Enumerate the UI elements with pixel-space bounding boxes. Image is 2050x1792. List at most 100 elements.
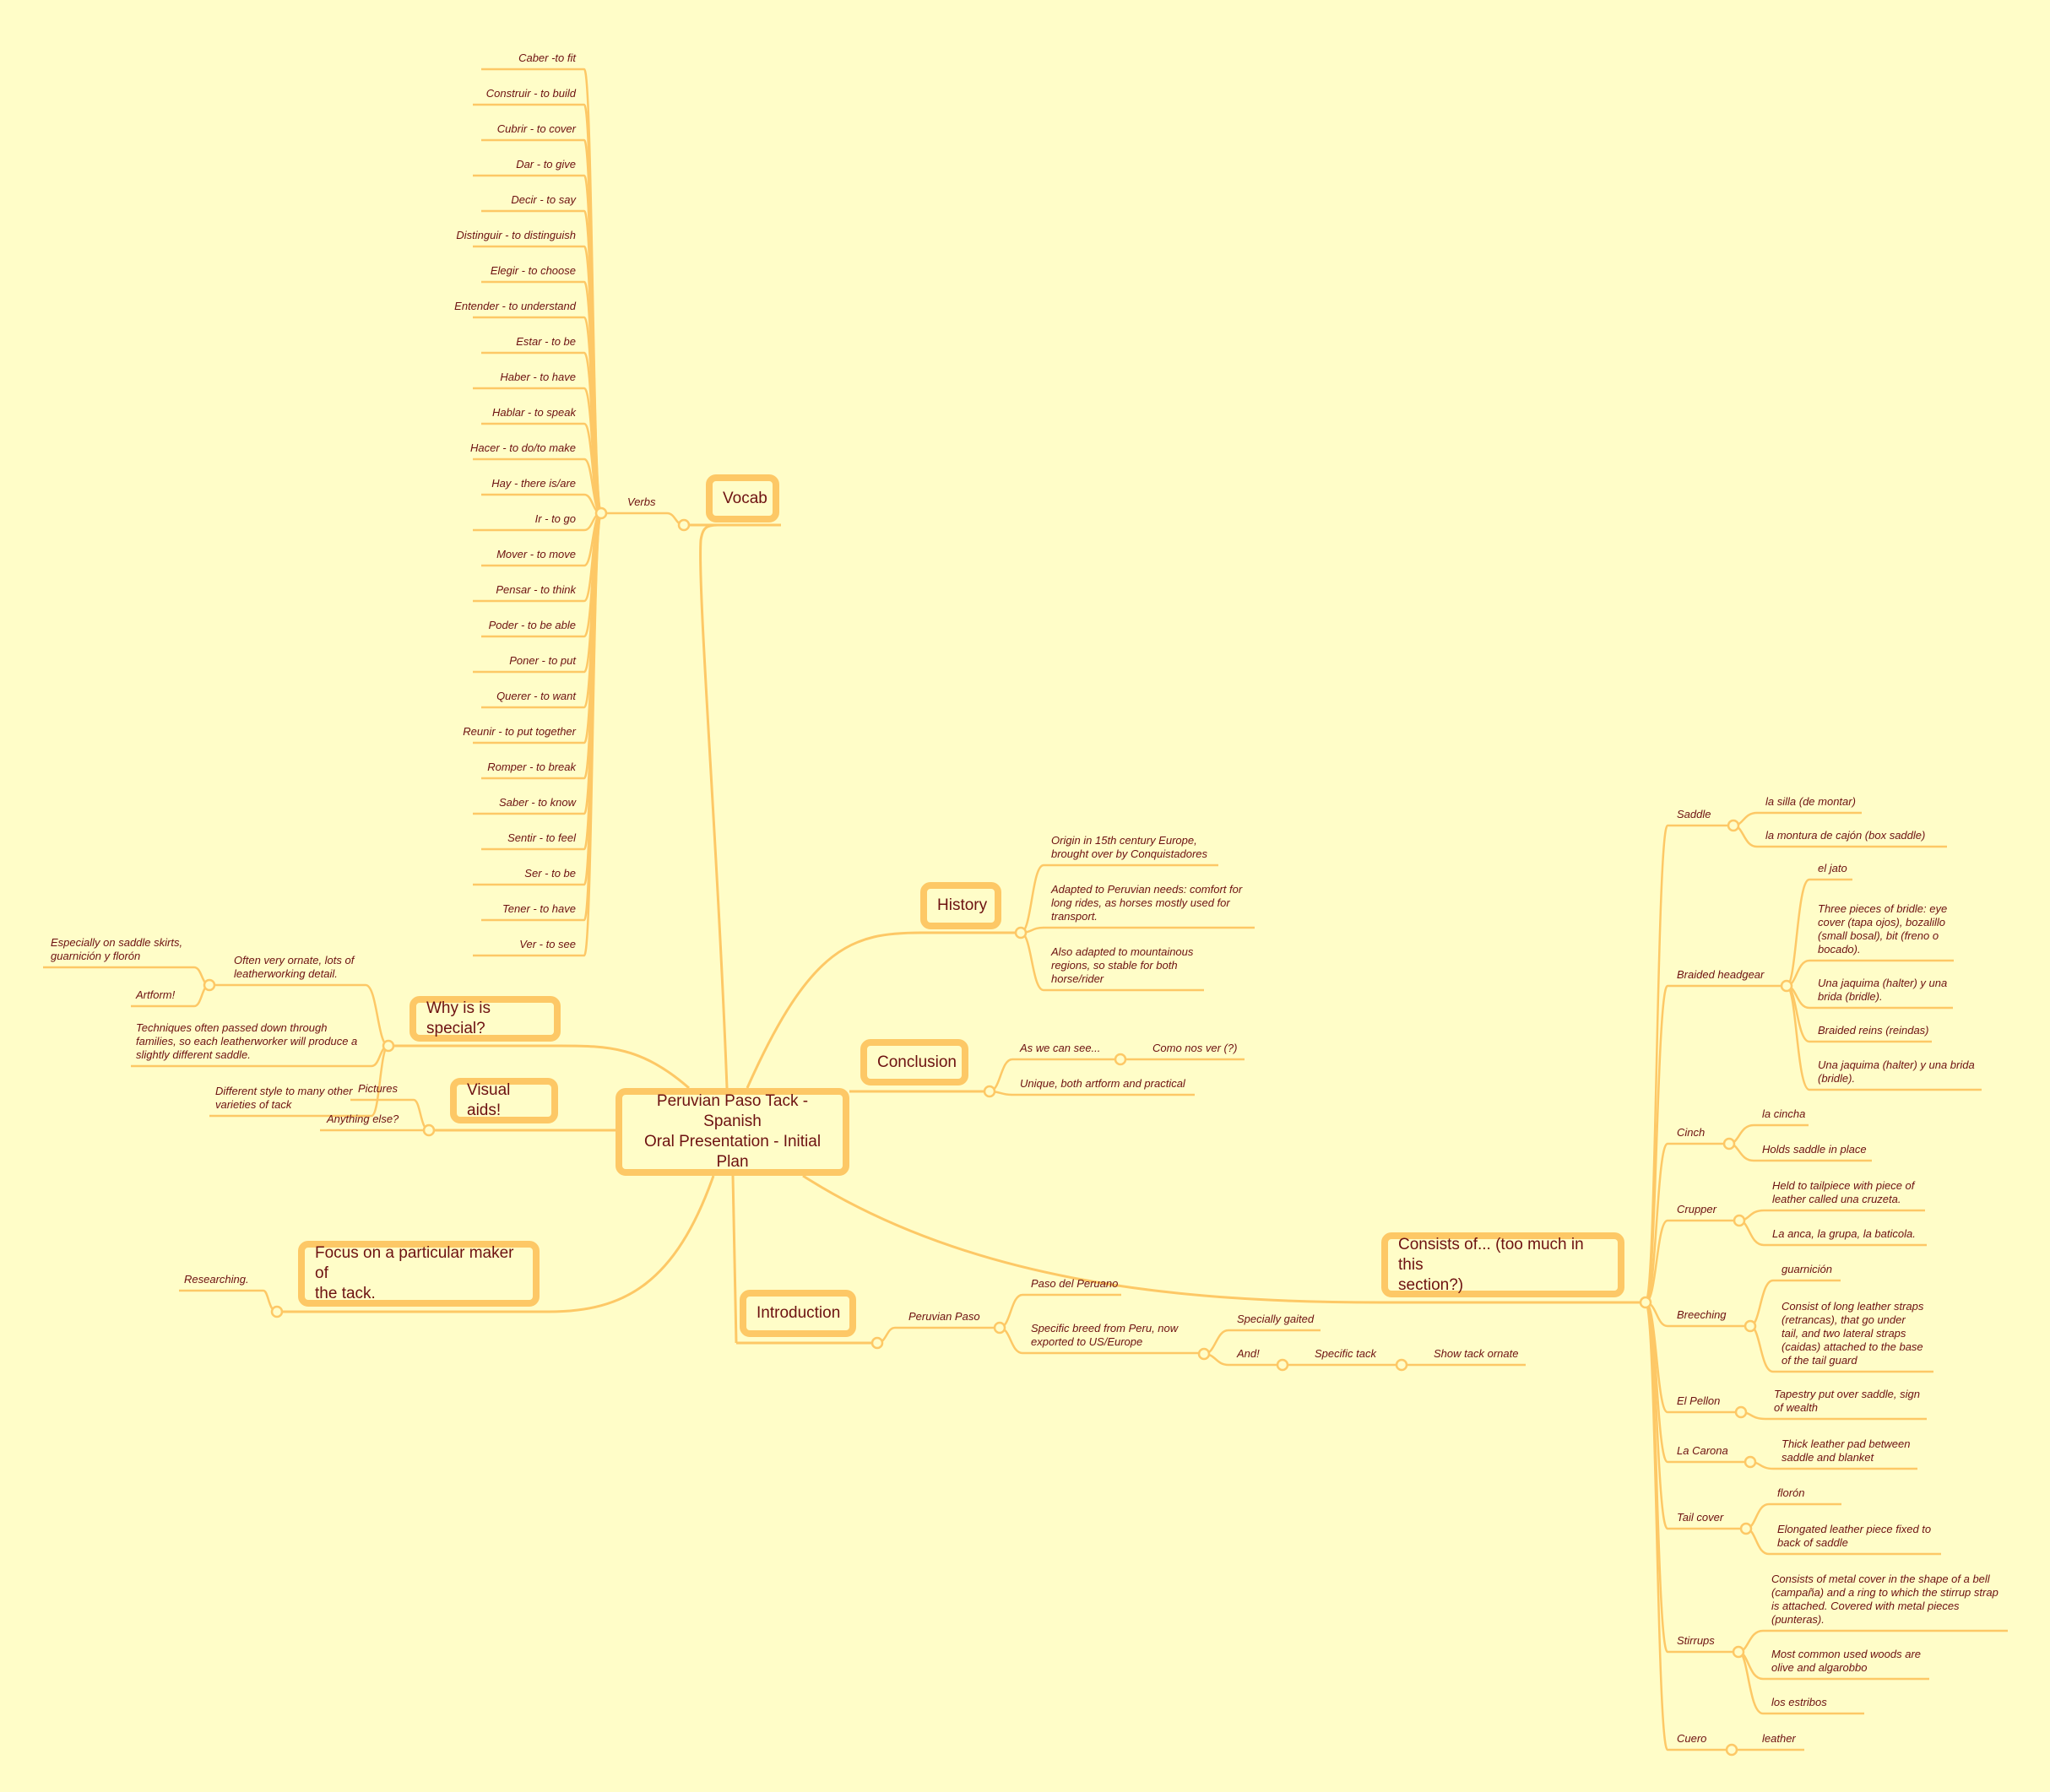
part-detail[interactable]: Tapestry put over saddle, sign of wealth	[1774, 1388, 1920, 1414]
branch-introduction[interactable]: Introduction	[740, 1290, 856, 1337]
why-item[interactable]: Artform!	[136, 988, 176, 1001]
collapse-toggle-icon[interactable]	[1197, 1347, 1211, 1361]
part-detail[interactable]: Consists of metal cover in the shape of …	[1771, 1573, 1998, 1626]
part-detail[interactable]: Held to tailpiece with piece of leather …	[1772, 1179, 1915, 1205]
part-detail[interactable]: Elongated leather piece fixed to back of…	[1777, 1523, 1932, 1549]
part-node[interactable]: Saddle	[1677, 808, 1711, 820]
part-detail[interactable]: La anca, la grupa, la baticola.	[1772, 1227, 1916, 1240]
verb-item[interactable]: Cubrir - to cover	[496, 122, 576, 135]
collapse-toggle-icon[interactable]	[1722, 1137, 1736, 1150]
verb-item[interactable]: Elegir - to choose	[490, 264, 576, 277]
part-detail[interactable]: Holds saddle in place	[1762, 1143, 1867, 1156]
part-node[interactable]: El Pellon	[1677, 1394, 1721, 1407]
part-node[interactable]: Cuero	[1677, 1732, 1707, 1745]
collapse-toggle-icon[interactable]	[1733, 1214, 1746, 1227]
intro-item[interactable]: Specially gaited	[1237, 1313, 1315, 1325]
verb-item[interactable]: Reunir - to put together	[463, 725, 576, 738]
intro-item[interactable]: Specific breed from Peru, now exported t…	[1031, 1322, 1179, 1348]
branch-visual-aids[interactable]: Visual aids!	[450, 1078, 558, 1123]
part-detail[interactable]: guarnición	[1782, 1263, 1832, 1275]
verbs-node[interactable]: Verbs	[627, 495, 656, 508]
part-node[interactable]: Tail cover	[1677, 1511, 1724, 1524]
collapse-toggle-icon[interactable]	[870, 1336, 884, 1350]
part-detail[interactable]: Una jaquima (halter) y una brida (bridle…	[1818, 1058, 1975, 1085]
branch-consists[interactable]: Consists of... (too much in this section…	[1381, 1232, 1624, 1297]
verb-item[interactable]: Decir - to say	[511, 193, 576, 206]
collapse-toggle-icon[interactable]	[1014, 926, 1028, 939]
history-item[interactable]: Adapted to Peruvian needs: comfort for l…	[1051, 883, 1243, 923]
part-detail[interactable]: la silla (de montar)	[1765, 795, 1856, 808]
part-detail[interactable]: Consist of long leather straps (retranca…	[1782, 1300, 1924, 1367]
verb-item[interactable]: Haber - to have	[500, 371, 576, 383]
collapse-toggle-icon[interactable]	[1744, 1319, 1757, 1333]
verb-item[interactable]: Mover - to move	[496, 548, 576, 560]
verb-item[interactable]: Ver - to see	[519, 938, 576, 950]
intro-item[interactable]: Show tack ornate	[1434, 1347, 1519, 1360]
part-detail[interactable]: florón	[1777, 1486, 1805, 1499]
part-detail[interactable]: leather	[1762, 1732, 1796, 1745]
collapse-toggle-icon[interactable]	[422, 1123, 436, 1137]
collapse-toggle-icon[interactable]	[993, 1321, 1006, 1335]
collapse-toggle-icon[interactable]	[1639, 1296, 1652, 1309]
intro-item[interactable]: And!	[1237, 1347, 1260, 1360]
verb-item[interactable]: Querer - to want	[496, 690, 576, 702]
verb-item[interactable]: Romper - to break	[487, 761, 576, 773]
collapse-toggle-icon[interactable]	[1734, 1405, 1748, 1419]
part-detail[interactable]: el jato	[1818, 862, 1847, 874]
verb-item[interactable]: Hablar - to speak	[492, 406, 576, 419]
part-detail[interactable]: los estribos	[1771, 1696, 1827, 1708]
part-node[interactable]: Cinch	[1677, 1126, 1706, 1139]
central-topic[interactable]: Peruvian Paso Tack - Spanish Oral Presen…	[616, 1088, 849, 1176]
verb-item[interactable]: Dar - to give	[516, 158, 576, 171]
part-detail[interactable]: Una jaquima (halter) y una brida (bridle…	[1818, 977, 1948, 1003]
part-node[interactable]: Braided headgear	[1677, 968, 1765, 981]
collapse-toggle-icon[interactable]	[1276, 1358, 1289, 1372]
collapse-toggle-icon[interactable]	[1727, 819, 1740, 832]
verb-item[interactable]: Hacer - to do/to make	[470, 441, 576, 454]
collapse-toggle-icon[interactable]	[594, 506, 608, 520]
collapse-toggle-icon[interactable]	[270, 1305, 284, 1318]
verb-item[interactable]: Tener - to have	[502, 902, 576, 915]
history-item[interactable]: Origin in 15th century Europe, brought o…	[1051, 834, 1208, 860]
verb-item[interactable]: Construir - to build	[485, 87, 576, 100]
why-item[interactable]: Techniques often passed down through fam…	[136, 1021, 358, 1061]
why-item[interactable]: Different style to many other varieties …	[215, 1085, 353, 1111]
branch-focus[interactable]: Focus on a particular maker of the tack.	[298, 1241, 540, 1307]
part-detail[interactable]: Three pieces of bridle: eye cover (tapa …	[1818, 902, 1948, 956]
verb-item[interactable]: Sentir - to feel	[507, 831, 576, 844]
collapse-toggle-icon[interactable]	[1725, 1743, 1738, 1757]
part-detail[interactable]: Braided reins (reindas)	[1818, 1024, 1929, 1037]
part-node[interactable]: Breeching	[1677, 1308, 1727, 1321]
intro-item[interactable]: Paso del Peruano	[1031, 1277, 1119, 1290]
branch-vocab[interactable]: Vocab	[706, 474, 779, 522]
verb-item[interactable]: Poder - to be able	[488, 619, 576, 631]
visual-item[interactable]: Pictures	[358, 1082, 398, 1095]
verb-item[interactable]: Entender - to understand	[454, 300, 576, 312]
why-item[interactable]: Especially on saddle skirts, guarnición …	[51, 936, 183, 962]
verb-item[interactable]: Saber - to know	[498, 796, 576, 809]
verb-item[interactable]: Caber -to fit	[518, 51, 576, 64]
verb-item[interactable]: Hay - there is/are	[491, 477, 576, 490]
verb-item[interactable]: Ser - to be	[524, 867, 576, 880]
verb-item[interactable]: Pensar - to think	[496, 583, 576, 596]
intro-item[interactable]: Peruvian Paso	[908, 1310, 980, 1323]
verb-item[interactable]: Estar - to be	[516, 335, 576, 348]
part-detail[interactable]: la cincha	[1762, 1107, 1806, 1120]
verb-item[interactable]: Distinguir - to distinguish	[456, 229, 576, 241]
part-detail[interactable]: Thick leather pad between saddle and bla…	[1782, 1437, 1911, 1464]
intro-item[interactable]: Specific tack	[1315, 1347, 1376, 1360]
visual-item[interactable]: Anything else?	[327, 1113, 399, 1125]
part-node[interactable]: Stirrups	[1677, 1634, 1715, 1647]
branch-history[interactable]: History	[920, 882, 1001, 929]
conclusion-item[interactable]: Unique, both artform and practical	[1020, 1077, 1185, 1090]
collapse-toggle-icon[interactable]	[1395, 1358, 1408, 1372]
branch-why-special[interactable]: Why is is special?	[409, 996, 561, 1042]
history-item[interactable]: Also adapted to mountainous regions, so …	[1051, 945, 1194, 985]
collapse-toggle-icon[interactable]	[1739, 1522, 1753, 1535]
focus-item[interactable]: Researching.	[184, 1273, 249, 1286]
conclusion-item[interactable]: Como nos ver (?)	[1152, 1042, 1238, 1054]
collapse-toggle-icon[interactable]	[203, 978, 216, 992]
why-item[interactable]: Often very ornate, lots of leatherworkin…	[234, 954, 355, 980]
collapse-toggle-icon[interactable]	[1780, 979, 1793, 993]
verb-item[interactable]: Poner - to put	[509, 654, 576, 667]
